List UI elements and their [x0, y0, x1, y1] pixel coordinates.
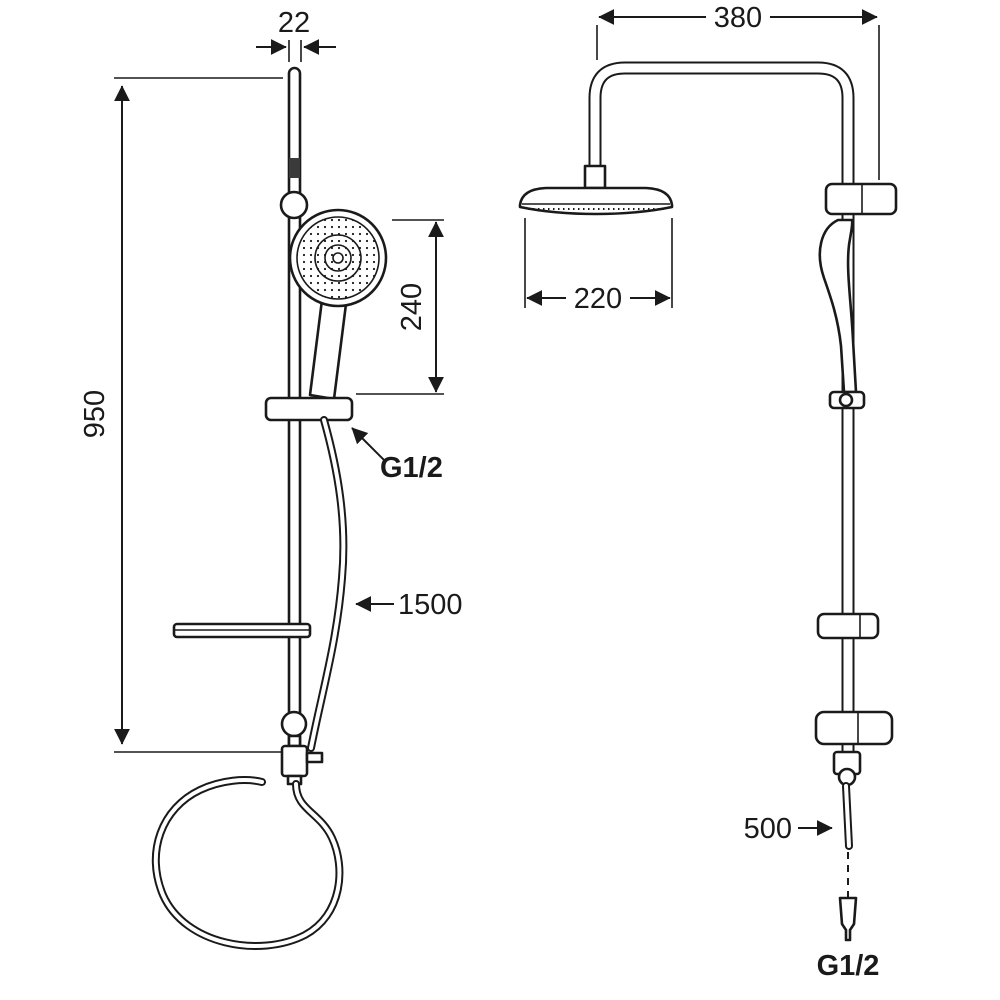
upper-rail-knob — [279, 190, 309, 220]
callout-lower-hose: 500 — [744, 813, 833, 845]
handset-handle — [308, 298, 348, 401]
callout-hose-length: 1500 — [355, 589, 463, 621]
mid-bracket — [816, 612, 880, 640]
callout-thread-front: G1/2 — [351, 427, 443, 484]
hose-loop — [151, 776, 344, 950]
thread-label-side: G1/2 — [817, 950, 880, 982]
dim-head-width: 220 — [524, 218, 673, 315]
side-view: 380 220 — [518, 2, 898, 982]
dim-arm-width: 380 — [596, 2, 880, 180]
dim-column-height: 950 — [79, 77, 283, 753]
lower-fitting — [280, 710, 324, 786]
thread-label-front: G1/2 — [380, 452, 443, 484]
dim-head-width-label: 220 — [574, 283, 622, 315]
soap-shelf — [172, 622, 312, 639]
upper-hose — [307, 416, 348, 752]
dim-lower-hose-label: 500 — [744, 813, 792, 845]
dim-hose-length-label: 1500 — [398, 589, 463, 621]
dim-handset-length-label: 240 — [396, 283, 428, 331]
lower-wall-bracket — [814, 710, 894, 746]
rail-sleeve — [289, 158, 300, 178]
top-wall-bracket — [824, 182, 898, 216]
overhead-shower-head — [518, 164, 674, 216]
shower-arm-pipe — [588, 61, 855, 756]
dim-rail-width: 22 — [256, 7, 336, 62]
dim-column-height-label: 950 — [79, 390, 111, 438]
dim-rail-width-label: 22 — [278, 7, 310, 39]
bottom-outlet — [832, 750, 862, 942]
dim-handset-length: 240 — [356, 219, 444, 395]
handset-profile — [818, 218, 866, 410]
slider-bracket — [264, 396, 354, 422]
dim-arm-width-label: 380 — [714, 2, 762, 34]
handset-head — [288, 208, 388, 308]
front-view: 950 22 240 — [79, 7, 463, 950]
